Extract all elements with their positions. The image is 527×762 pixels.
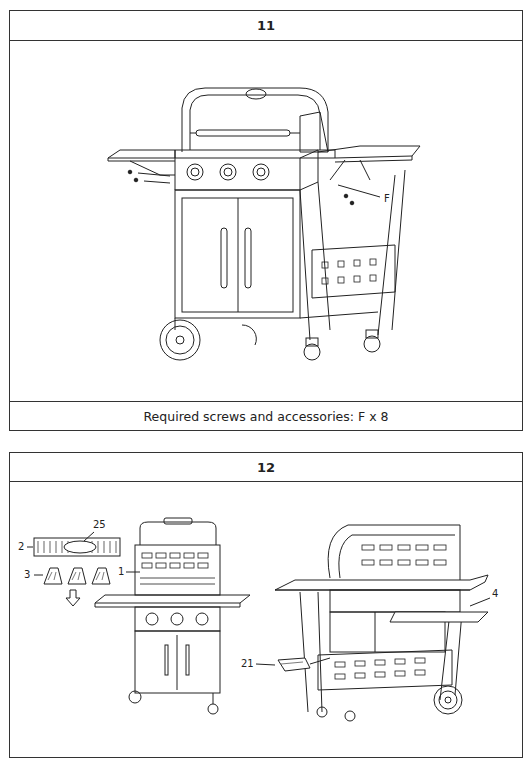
band-text: Required screws and accessories: F x 8 (143, 409, 388, 424)
accessories-note-band: Required screws and accessories: F x 8 (9, 401, 523, 431)
panel-frame (10, 11, 523, 431)
grill-step-11 (108, 88, 420, 360)
step-number-band: 12 (9, 452, 523, 482)
callout-number: 21 (240, 658, 255, 670)
callout-number: 4 (491, 588, 499, 600)
grill-step-12-front (27, 518, 250, 714)
callout-number: 25 (92, 519, 107, 531)
callout-number: 3 (23, 569, 31, 581)
step-number-band: 11 (9, 10, 523, 41)
band-text: 12 (257, 460, 275, 475)
callout-number: 1 (117, 566, 125, 578)
band-text: 11 (257, 18, 275, 33)
callout-number: 2 (17, 541, 25, 553)
part-letter: F (383, 193, 391, 205)
grill-step-12-rear (256, 525, 490, 721)
panel-frame (10, 453, 523, 758)
